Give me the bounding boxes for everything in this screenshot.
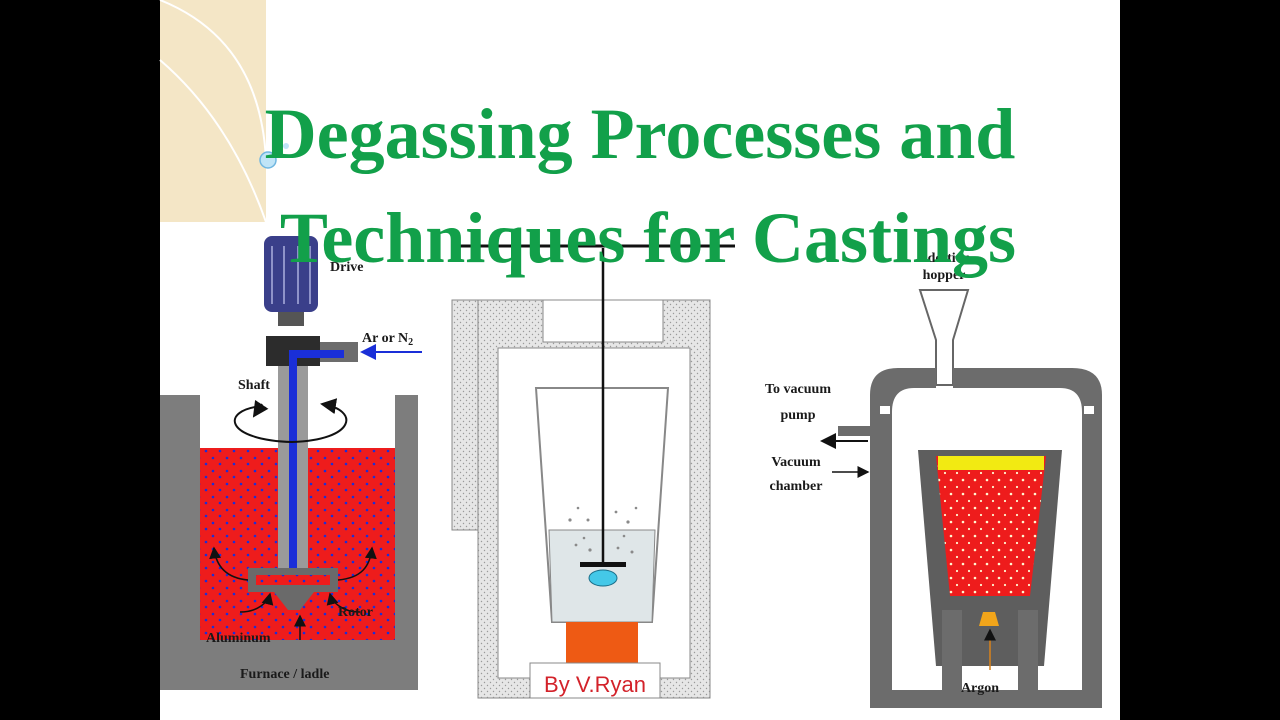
crucible-furnace-diagram: By V.Ryan [451, 244, 735, 699]
bubble-icon [259, 151, 277, 169]
hopper-label-line1: Addition [918, 251, 971, 266]
vacuum-port [838, 426, 892, 436]
rotary-degassing-diagram: Drive Ar or N2 Shaft Rotor Aluminum Furn… [160, 236, 422, 690]
aluminum-label: Aluminum [206, 631, 271, 646]
argon-plug [979, 612, 999, 626]
ladle-wall [160, 395, 418, 690]
vacuum-degassing-diagram: Addition hopper To vacuum pump Vacuum ch… [765, 251, 1102, 708]
credit-label: By V.Ryan [544, 672, 646, 697]
decorative-corner [159, 0, 289, 223]
gas-bubbles [568, 506, 638, 554]
vacuum-pump-label-line2: pump [780, 408, 815, 423]
rotor-label: Rotor [338, 605, 373, 620]
drive-label: Drive [330, 260, 363, 275]
gas-label: Ar or N2 [362, 331, 413, 348]
furnace-ladle-label: Furnace / ladle [240, 667, 329, 682]
vacuum-chamber-label-line2: chamber [770, 479, 823, 494]
gas-channel [289, 350, 297, 578]
shaft-label: Shaft [238, 378, 270, 393]
vacuum-pump-label-line1: To vacuum [765, 382, 831, 397]
gas-diffuser [588, 569, 618, 587]
flow-arrow-left [209, 546, 249, 581]
slag-layer [938, 456, 1044, 470]
rotation-arrow [233, 398, 348, 444]
drive-motor [264, 236, 318, 312]
hopper-label-line2: hopper [923, 268, 966, 283]
title-line-2: Techniques for Castings [280, 198, 1016, 278]
vacuum-chamber-label-line1: Vacuum [771, 455, 821, 470]
molten-steel [936, 456, 1046, 596]
flow-arrow-right [337, 546, 377, 581]
argon-label: Argon [961, 681, 999, 696]
title-line-1: Degassing Processes and [265, 94, 1016, 174]
